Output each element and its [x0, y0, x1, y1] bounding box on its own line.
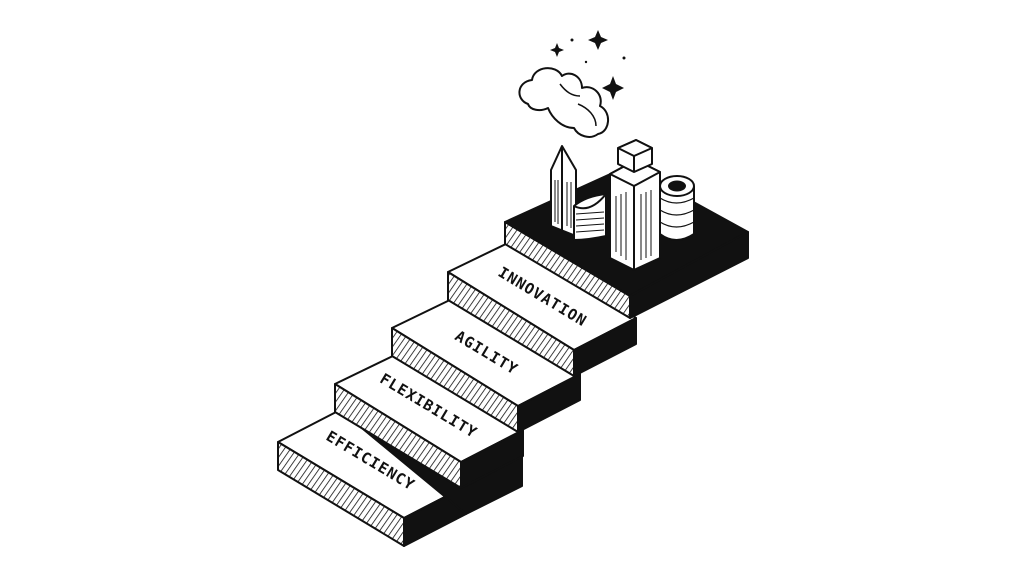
- step-agility: AGILITY: [391, 297, 581, 433]
- skyscraper-icon: [609, 139, 661, 271]
- obelisk-tower-icon: [550, 145, 577, 237]
- step-flexibility: FLEXIBILITY: [334, 353, 524, 515]
- curved-building-icon: [573, 193, 607, 241]
- step-side-dark: [573, 317, 637, 377]
- platform-side: [629, 231, 749, 319]
- cylinder-building-icon: [659, 175, 695, 241]
- sparkle-icon: [550, 30, 626, 100]
- step-side-dark: [517, 373, 581, 433]
- cloud-icon: [518, 67, 609, 138]
- step-side-dark: [460, 429, 524, 489]
